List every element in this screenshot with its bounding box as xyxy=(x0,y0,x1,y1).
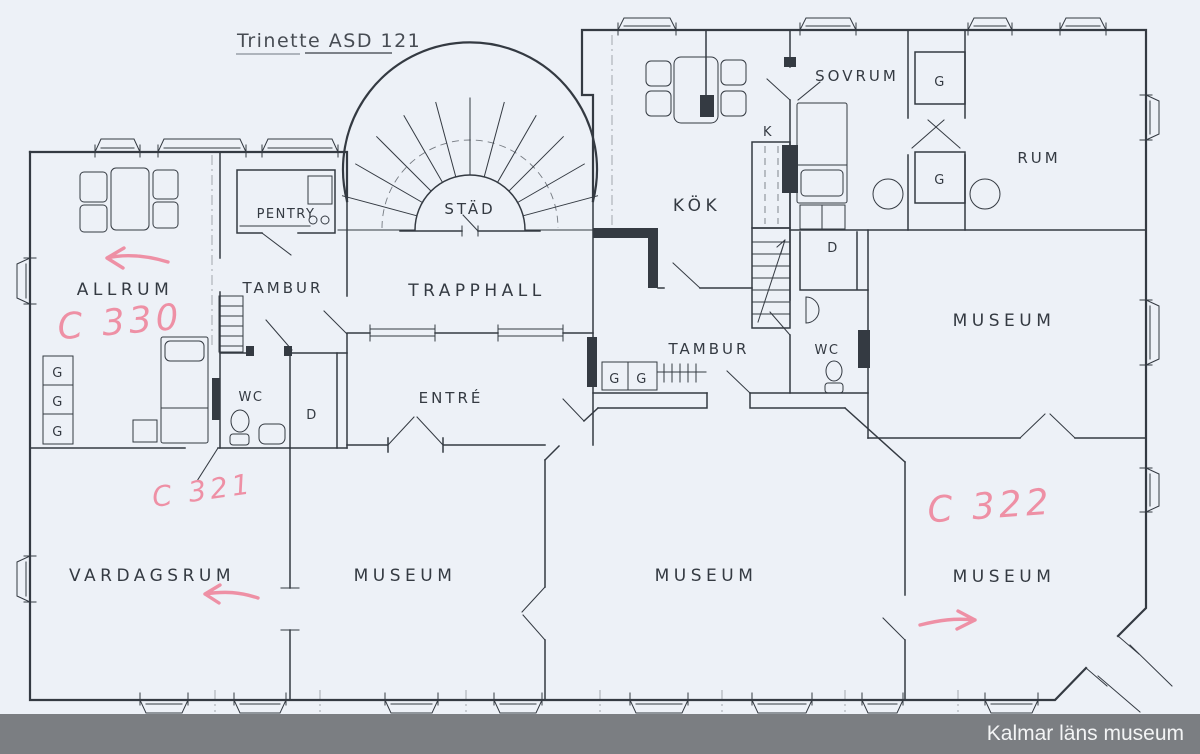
toilet xyxy=(230,409,250,433)
room-label-vardagsrum: VARDAGSRUM xyxy=(69,566,235,586)
shower-basin xyxy=(805,296,820,324)
sink-bowl xyxy=(320,215,330,225)
annotation-c330: C 330 xyxy=(56,297,184,349)
annotation-c321: C 321 xyxy=(150,467,256,514)
room-label-museum-east: MUSEUM xyxy=(953,311,1056,331)
pink-arrow-left-vardagsrum xyxy=(203,583,260,605)
wardrobe-box xyxy=(42,413,74,445)
pink-arrow-left-allrum xyxy=(105,246,170,270)
furniture xyxy=(42,56,1001,446)
wardrobe-label: G xyxy=(609,372,621,387)
room-label-museum-se: MUSEUM xyxy=(953,567,1056,587)
spiral-staircase xyxy=(337,97,603,237)
service-stair xyxy=(751,146,791,323)
wardrobe-label: G xyxy=(52,366,64,381)
sink-bowl xyxy=(308,215,318,225)
room-label-allrum: ALLRUM xyxy=(77,280,174,300)
cabinet-label: D xyxy=(827,241,839,256)
sofa-chair xyxy=(152,201,179,229)
wardrobe-label: G xyxy=(52,425,64,440)
room-label-kok: KÖK xyxy=(673,194,721,216)
sofa-chair xyxy=(152,169,179,200)
pillow xyxy=(164,340,205,362)
room-label-wc-west: WC xyxy=(239,390,264,405)
chair xyxy=(720,59,747,86)
room-label-tambur-west: TAMBUR xyxy=(242,279,324,297)
drawing-title: Trinette ASD 121 xyxy=(236,30,421,52)
double-bed xyxy=(796,102,848,204)
window-symbols xyxy=(16,17,1160,714)
stad-door-leaf xyxy=(462,214,479,232)
room-label-museum-sw: MUSEUM xyxy=(354,566,457,586)
drawing-title-group: Trinette ASD 121 xyxy=(236,30,421,55)
room-label-sovrum: SOVRUM xyxy=(815,67,899,85)
chair xyxy=(645,60,672,87)
sofa-chair xyxy=(79,204,108,233)
washbasin xyxy=(258,423,286,445)
wardrobe-label: G xyxy=(52,395,64,410)
annotation-c322: C 322 xyxy=(926,482,1054,532)
watermark-bar: Kalmar läns museum xyxy=(0,714,1200,754)
round-basin xyxy=(872,178,904,210)
interior-walls xyxy=(29,29,1147,701)
dining-table xyxy=(673,56,719,124)
room-label-pentry: PENTRY xyxy=(257,207,316,222)
wardrobe-label: G xyxy=(636,372,648,387)
room-label-wc-center: WC xyxy=(815,343,840,358)
toilet xyxy=(825,360,843,382)
pentry-appliance xyxy=(307,175,333,205)
cabinet-label: D xyxy=(306,408,318,423)
room-label-stad: STÄD xyxy=(444,199,495,218)
room-label-trapphall: TRAPPHALL xyxy=(407,281,546,301)
side-table xyxy=(132,419,158,443)
bed xyxy=(160,336,209,444)
sofa xyxy=(110,167,150,231)
room-label-rum: RUM xyxy=(1017,149,1060,167)
wardrobe-label: G xyxy=(934,173,946,188)
pink-arrow-right-museum xyxy=(918,609,977,631)
room-label-entre: ENTRÉ xyxy=(419,388,484,407)
chair xyxy=(720,90,747,117)
room-label-tambur-center: TAMBUR xyxy=(668,340,750,358)
coat-rack xyxy=(657,363,707,383)
closet-labels: G G G G G G G D D K xyxy=(52,75,946,440)
wardrobe-box xyxy=(627,361,658,391)
floor-plan-svg: Trinette ASD 121 xyxy=(16,17,1173,714)
poche-wall-segments xyxy=(212,57,870,420)
chair xyxy=(645,90,672,117)
museum-credit: Kalmar läns museum xyxy=(986,722,1184,745)
door-leaves xyxy=(196,78,1173,713)
room-labels: ALLRUM PENTRY TAMBUR STÄD TRAPPHALL KÖK … xyxy=(69,67,1060,587)
round-basin xyxy=(969,178,1001,210)
radiator xyxy=(218,295,244,353)
shaft-label: K xyxy=(763,125,773,140)
sofa-chair xyxy=(79,171,108,203)
wardrobe-label: G xyxy=(934,75,946,90)
room-label-museum-south: MUSEUM xyxy=(655,566,758,586)
